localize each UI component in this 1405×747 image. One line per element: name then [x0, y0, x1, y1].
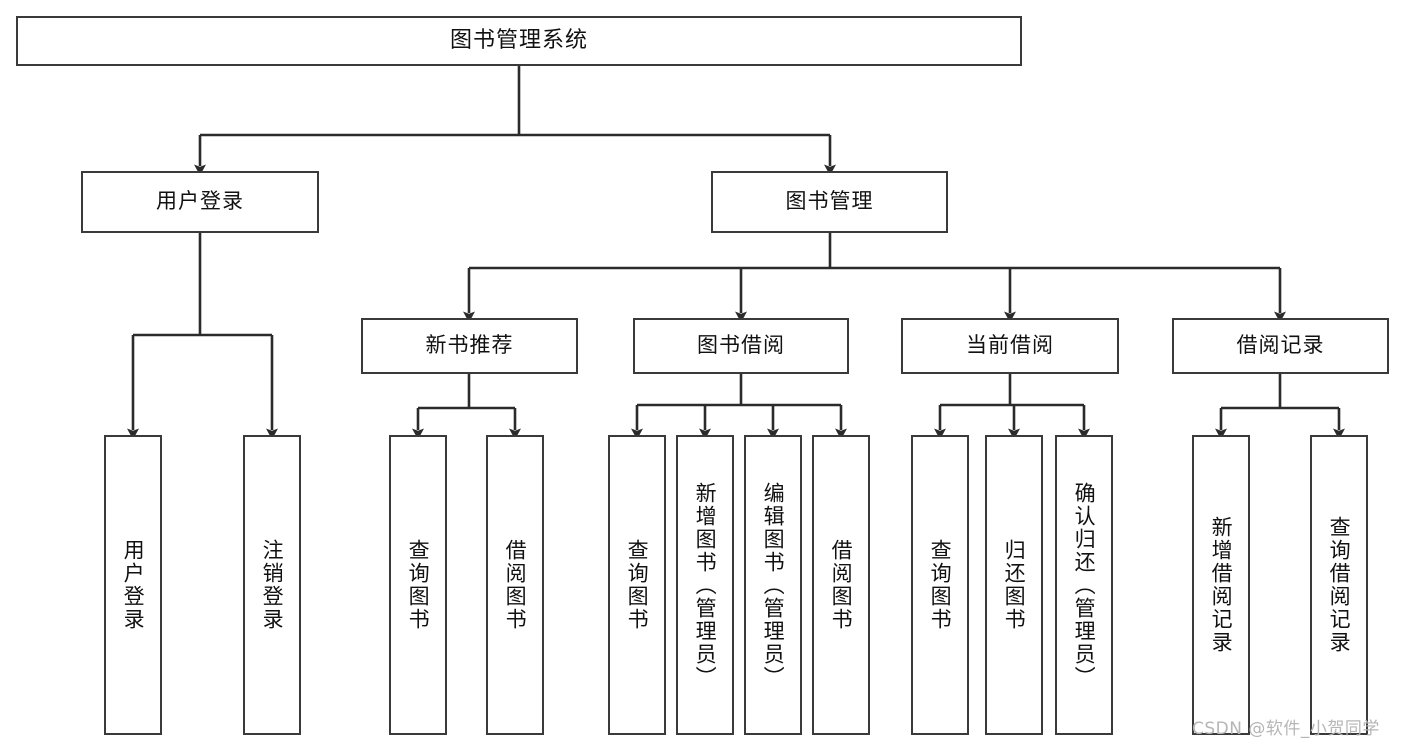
node-borrow-record-label: 借阅记录: [1236, 333, 1325, 358]
leaf-query-book-borrow[interactable]: 查询图书: [608, 435, 666, 735]
leaf-user-logout[interactable]: 注销登录: [243, 435, 301, 735]
leaf-query-record-label: 查询借阅记录: [1327, 516, 1352, 654]
leaf-query-book-cur[interactable]: 查询图书: [911, 435, 969, 735]
leaf-edit-book-label: 编辑图书（管理员）: [761, 481, 786, 689]
node-book-manage-label: 图书管理: [785, 189, 874, 214]
node-new-book-rec-label: 新书推荐: [425, 333, 514, 358]
leaf-return-book-label: 归还图书: [1002, 539, 1027, 631]
node-user-login-label: 用户登录: [156, 189, 244, 214]
node-root-label: 图书管理系统: [449, 27, 588, 53]
node-book-manage[interactable]: 图书管理: [711, 171, 948, 233]
leaf-borrow-book-label: 借阅图书: [829, 539, 854, 631]
leaf-add-record-label: 新增借阅记录: [1209, 516, 1234, 654]
node-current-borrow[interactable]: 当前借阅: [901, 318, 1119, 374]
leaf-return-book[interactable]: 归还图书: [985, 435, 1043, 735]
leaf-add-book[interactable]: 新增图书（管理员）: [676, 435, 734, 735]
node-book-borrow[interactable]: 图书借阅: [633, 318, 849, 374]
leaf-query-book-borrow-label: 查询图书: [625, 539, 650, 631]
leaf-query-book-cur-label: 查询图书: [928, 539, 953, 631]
leaf-user-login[interactable]: 用户登录: [104, 435, 162, 735]
leaf-borrow-book[interactable]: 借阅图书: [812, 435, 870, 735]
leaf-query-book-rec[interactable]: 查询图书: [389, 435, 447, 735]
leaf-user-login-label: 用户登录: [121, 539, 146, 631]
leaf-confirm-return[interactable]: 确认归还（管理员）: [1055, 435, 1113, 735]
csdn-watermark: CSDN @软件_小贺同学: [1192, 719, 1380, 739]
leaf-add-book-label: 新增图书（管理员）: [693, 481, 718, 689]
leaf-borrow-book-rec-label: 借阅图书: [503, 539, 528, 631]
leaf-confirm-return-label: 确认归还（管理员）: [1072, 481, 1097, 689]
leaf-query-record[interactable]: 查询借阅记录: [1310, 435, 1368, 735]
leaf-borrow-book-rec[interactable]: 借阅图书: [486, 435, 544, 735]
node-new-book-rec[interactable]: 新书推荐: [361, 318, 578, 374]
node-root[interactable]: 图书管理系统: [16, 16, 1022, 66]
node-user-login[interactable]: 用户登录: [81, 171, 319, 233]
leaf-edit-book[interactable]: 编辑图书（管理员）: [744, 435, 802, 735]
leaf-query-book-rec-label: 查询图书: [406, 539, 431, 631]
leaf-user-logout-label: 注销登录: [260, 539, 285, 631]
node-current-borrow-label: 当前借阅: [966, 333, 1054, 358]
node-borrow-record[interactable]: 借阅记录: [1172, 318, 1389, 374]
leaf-add-record[interactable]: 新增借阅记录: [1192, 435, 1250, 735]
node-book-borrow-label: 图书借阅: [697, 333, 785, 358]
